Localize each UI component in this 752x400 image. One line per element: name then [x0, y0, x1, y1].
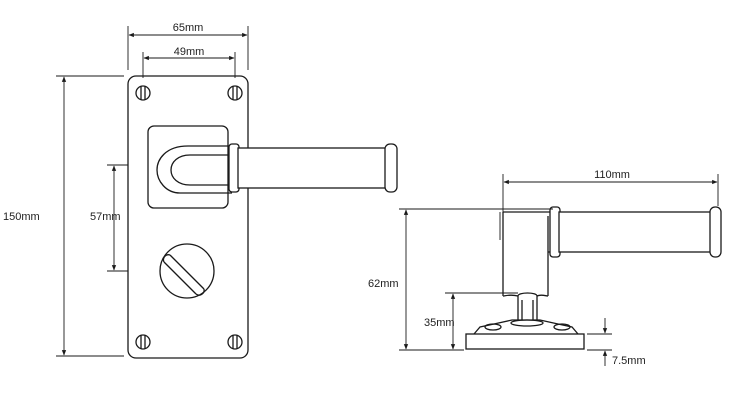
dim-plate-thickness: 7.5mm — [587, 318, 646, 367]
side-view — [465, 206, 722, 350]
dim-fixing-centres: 49mm — [142, 46, 236, 78]
screw-bottom-left — [135, 334, 151, 350]
dim-lever-projection: 110mm — [502, 169, 719, 244]
label-plate-thickness: 7.5mm — [612, 355, 646, 367]
backplate — [127, 75, 249, 359]
spindle-column — [517, 292, 538, 320]
lever-end — [384, 143, 398, 193]
dim-handle-centres: 57mm — [90, 164, 128, 272]
screw-top-right — [227, 85, 243, 101]
label-backplate-height: 150mm — [3, 211, 40, 223]
side-lever-end — [709, 206, 722, 258]
front-view — [127, 75, 398, 359]
label-rose-height: 35mm — [424, 317, 455, 329]
screw-top-left — [135, 85, 151, 101]
lever-neck — [156, 145, 232, 194]
label-fixing-centres: 49mm — [174, 46, 205, 58]
thumbturn — [159, 243, 215, 299]
label-backplate-width: 65mm — [173, 22, 204, 34]
base-plate — [465, 333, 585, 350]
label-overall-projection: 62mm — [368, 278, 399, 290]
screw-bottom-right — [227, 334, 243, 350]
dim-overall-projection: 62mm — [368, 208, 553, 351]
lever-boss — [147, 125, 229, 209]
rose-flange — [473, 319, 579, 335]
label-lever-projection: 110mm — [594, 169, 630, 181]
lever-arm — [237, 147, 387, 189]
side-lever-arm — [558, 211, 712, 253]
dim-rose-height: 35mm — [424, 292, 518, 350]
dim-backplate-width: 65mm — [127, 22, 249, 70]
dim-backplate-height: 150mm — [3, 75, 124, 357]
label-handle-centres: 57mm — [90, 211, 121, 223]
